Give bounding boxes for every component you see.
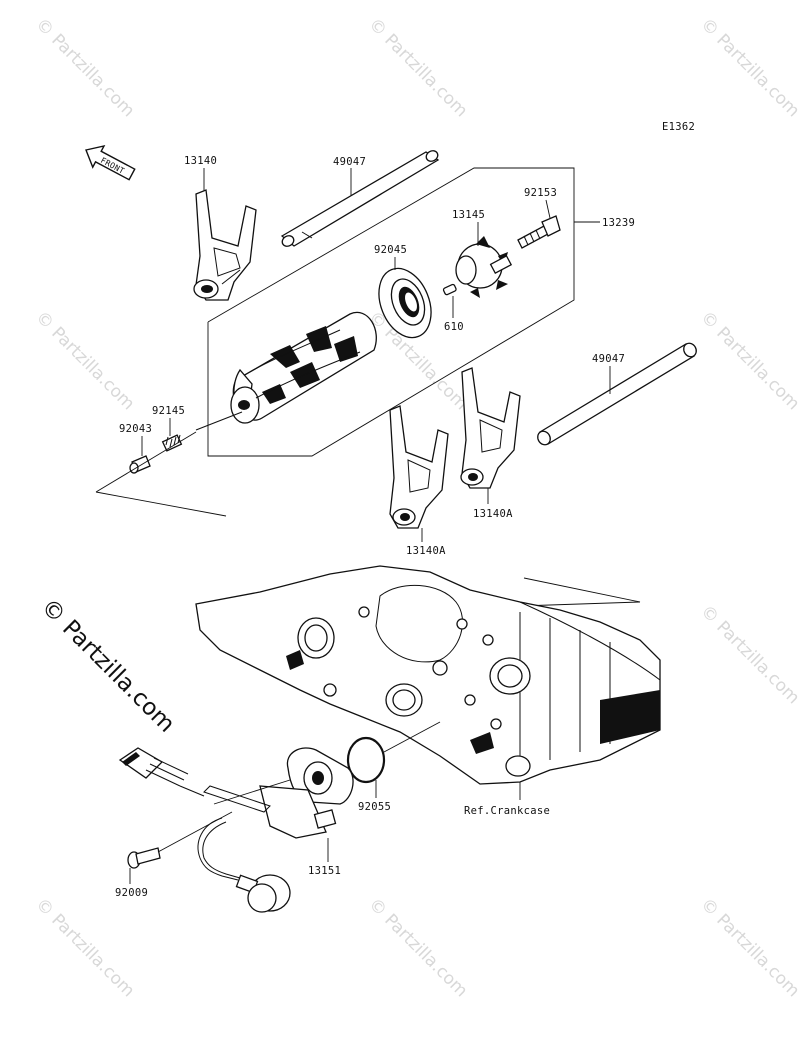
watermark: © Partzilla.com	[696, 307, 800, 414]
label-92153: 92153	[524, 187, 557, 199]
label-13140A-lower: 13140A	[406, 545, 446, 557]
watermark-large: © Partzilla.com	[36, 594, 180, 738]
bolt-92153	[517, 215, 561, 249]
bearing-92045	[378, 267, 432, 339]
watermark: © Partzilla.com	[696, 894, 800, 1001]
shift-rod-49047-top	[280, 150, 440, 247]
pin-92043	[129, 455, 151, 474]
shift-drum	[195, 311, 377, 431]
shift-cam-13145	[455, 236, 513, 298]
bolt-92009	[127, 847, 161, 869]
watermark: © Partzilla.com	[31, 14, 138, 121]
shift-fork-13140	[193, 189, 257, 301]
pin-610	[442, 283, 457, 296]
label-610: 610	[444, 321, 464, 333]
watermark: © Partzilla.com	[31, 307, 138, 414]
label-92055: 92055	[358, 801, 391, 813]
front-arrow-icon: FRONT	[85, 144, 136, 181]
label-49047-top: 49047	[333, 156, 366, 168]
label-92045: 92045	[374, 244, 407, 256]
label-92145: 92145	[152, 405, 185, 417]
label-13239: 13239	[602, 217, 635, 229]
label-92009: 92009	[115, 887, 148, 899]
shift-rod-49047-right	[537, 342, 697, 446]
label-92043: 92043	[119, 423, 152, 435]
shift-fork-13140A-lower	[389, 405, 449, 529]
label-ref-crankcase: Ref.Crankcase	[464, 805, 550, 817]
label-13145: 13145	[452, 209, 485, 221]
o-ring-92055	[346, 736, 386, 784]
shift-fork-13140A-upper	[460, 367, 521, 489]
diagram-code: E1362	[662, 121, 695, 133]
watermark: © Partzilla.com	[364, 14, 471, 121]
assembly-bracket-13239	[207, 167, 575, 457]
axis-line	[95, 491, 227, 517]
label-13151: 13151	[308, 865, 341, 877]
axis-line	[95, 431, 197, 493]
label-13140A-upper: 13140A	[473, 508, 513, 520]
label-49047-right: 49047	[592, 353, 625, 365]
spring-92145	[161, 434, 183, 452]
watermark: © Partzilla.com	[364, 894, 471, 1001]
gear-position-sensor-13151	[118, 747, 354, 913]
crankcase	[195, 565, 661, 785]
label-13140: 13140	[184, 155, 217, 167]
watermark: © Partzilla.com	[696, 601, 800, 708]
watermark: © Partzilla.com	[696, 14, 800, 121]
watermark: © Partzilla.com	[31, 894, 138, 1001]
